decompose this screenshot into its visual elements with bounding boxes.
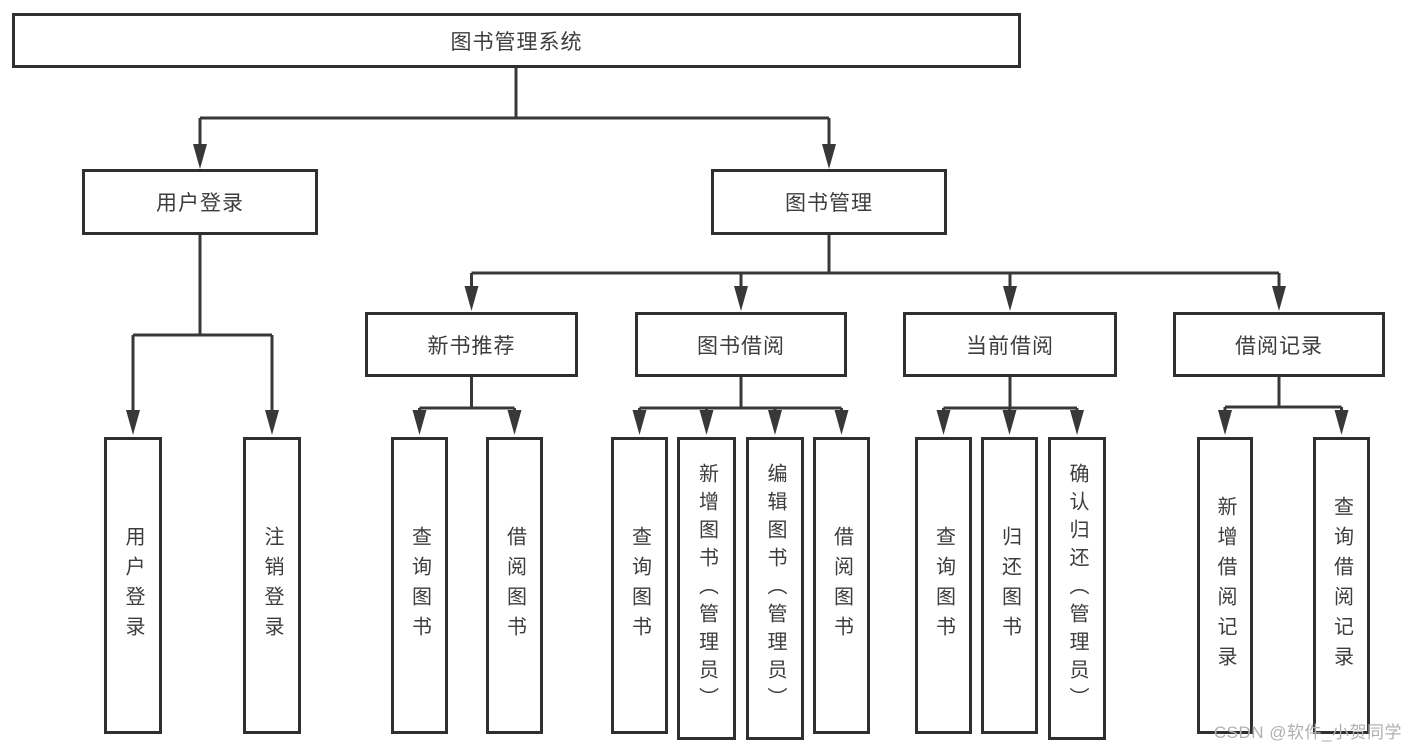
leaf-query-books-borrowing: 查询图书 xyxy=(611,437,668,734)
leaf-borrow-books-borrowing: 借阅图书 xyxy=(813,437,870,734)
node-new-book-recommend: 新书推荐 xyxy=(365,312,578,377)
leaf-logout-login: 注销登录 xyxy=(243,437,301,734)
leaf-return-books: 归还图书 xyxy=(981,437,1038,734)
leaf-add-borrow-record: 新增借阅记录 xyxy=(1197,437,1253,734)
leaf-add-books-admin: 新增图书（管理员） xyxy=(677,437,736,740)
node-current-borrowing: 当前借阅 xyxy=(903,312,1117,377)
leaf-query-books-current: 查询图书 xyxy=(915,437,972,734)
csdn-watermark: CSDN @软件_小贺同学 xyxy=(1213,723,1402,742)
leaf-borrow-books-recommend: 借阅图书 xyxy=(486,437,543,734)
leaf-edit-books-admin: 编辑图书（管理员） xyxy=(746,437,804,740)
leaf-confirm-return-admin: 确认归还（管理员） xyxy=(1048,437,1106,740)
node-library-management-system: 图书管理系统 xyxy=(12,13,1021,68)
node-borrowing-records: 借阅记录 xyxy=(1173,312,1385,377)
node-user-login: 用户登录 xyxy=(82,169,318,235)
leaf-query-books-recommend: 查询图书 xyxy=(391,437,448,734)
leaf-user-login: 用户登录 xyxy=(104,437,162,734)
node-book-borrowing: 图书借阅 xyxy=(635,312,847,377)
node-book-management: 图书管理 xyxy=(711,169,947,235)
leaf-query-borrow-record: 查询借阅记录 xyxy=(1313,437,1370,734)
